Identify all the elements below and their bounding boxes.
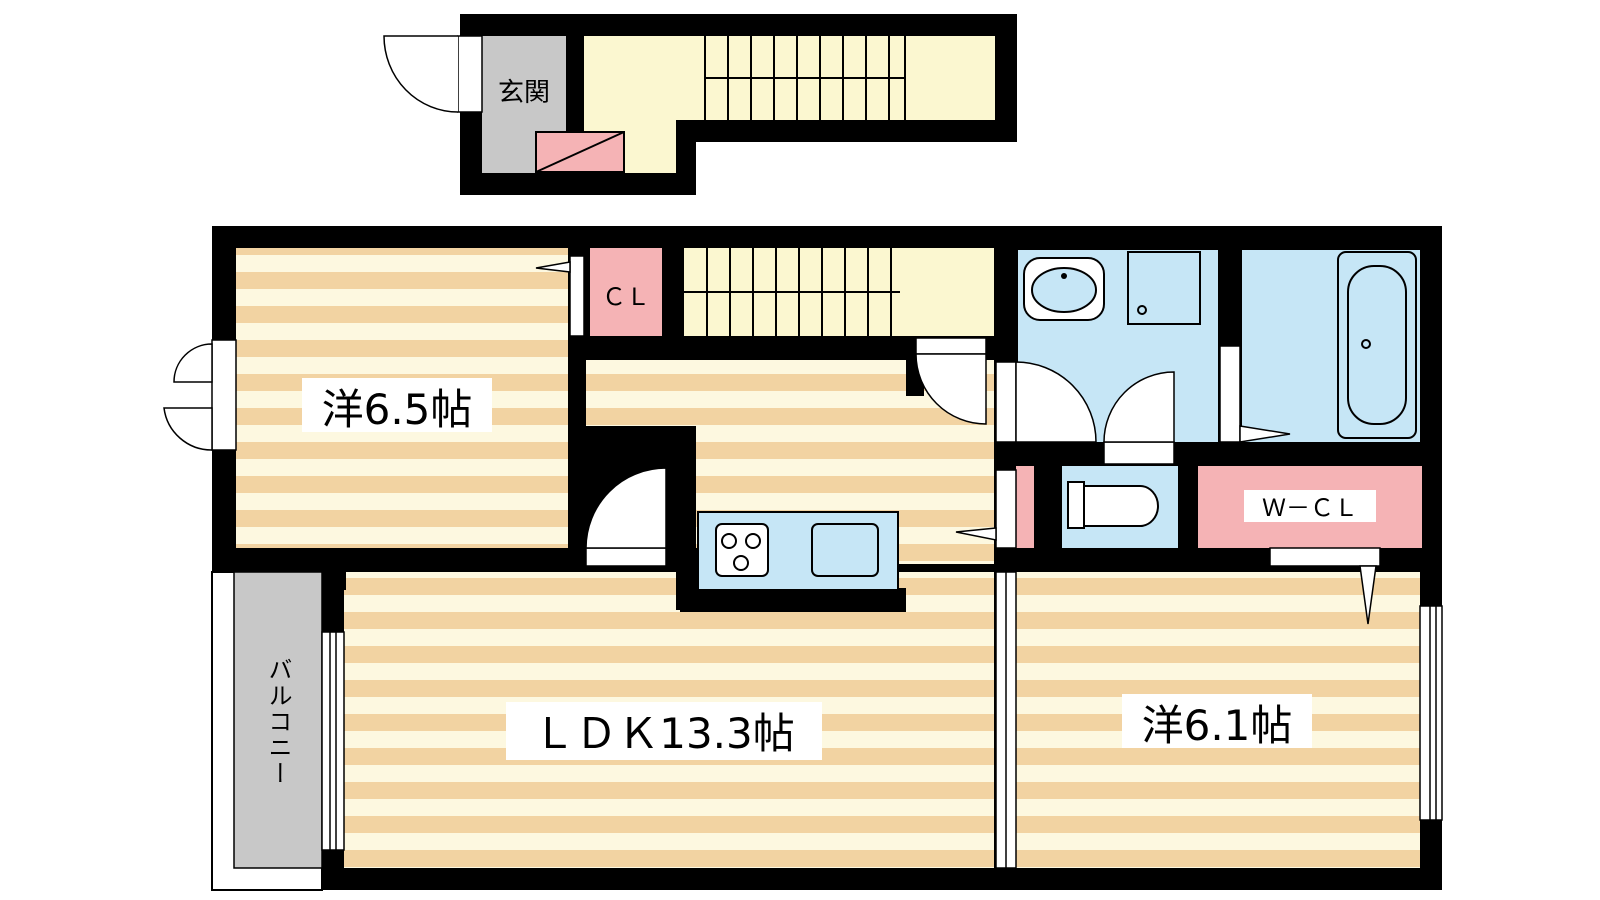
room1-door[interactable] [585,547,667,567]
entrance-label: 玄関 [498,78,550,108]
wcl-door[interactable] [1269,547,1381,567]
washroom-door[interactable] [995,361,1017,443]
stair-hall-floor [584,36,995,173]
western-room-1-label: 洋6.5帖 [322,385,473,434]
closet-door[interactable] [569,255,585,337]
upper-stair [704,36,906,120]
balcony-label: バルコニー [264,657,292,787]
entry-level: 玄関 [383,14,1017,195]
lower-stair [684,248,900,336]
entrance-door[interactable] [383,35,483,113]
western-room-2-label: 洋6.1帖 [1142,701,1293,750]
toilet-side-closet [1016,466,1034,548]
shoe-box [535,131,625,173]
toilet-bowl [1067,481,1159,529]
walk-in-closet-label: Ｗ－ＣＬ [1262,494,1358,522]
washbasin [1023,257,1105,321]
doors [163,255,1443,869]
room1-window[interactable] [211,339,237,451]
balcony [211,571,323,891]
bathroom-door[interactable] [1219,345,1241,443]
ldk-window[interactable] [321,631,345,851]
main-unit: バルコニー ＣＬ [163,226,1443,891]
toilet-door[interactable] [995,469,1017,549]
washroom-inner-door[interactable] [1103,441,1175,465]
kitchen-counter [697,511,899,591]
ldk-label: ＬＤＫ13.3帖 [533,709,795,758]
bathtub [1337,251,1417,439]
stair-door[interactable] [915,337,987,355]
closet-floor [590,248,662,336]
washing-machine-space [1127,251,1201,325]
closet-label: ＣＬ [602,283,650,311]
room2-window[interactable] [1419,605,1443,821]
